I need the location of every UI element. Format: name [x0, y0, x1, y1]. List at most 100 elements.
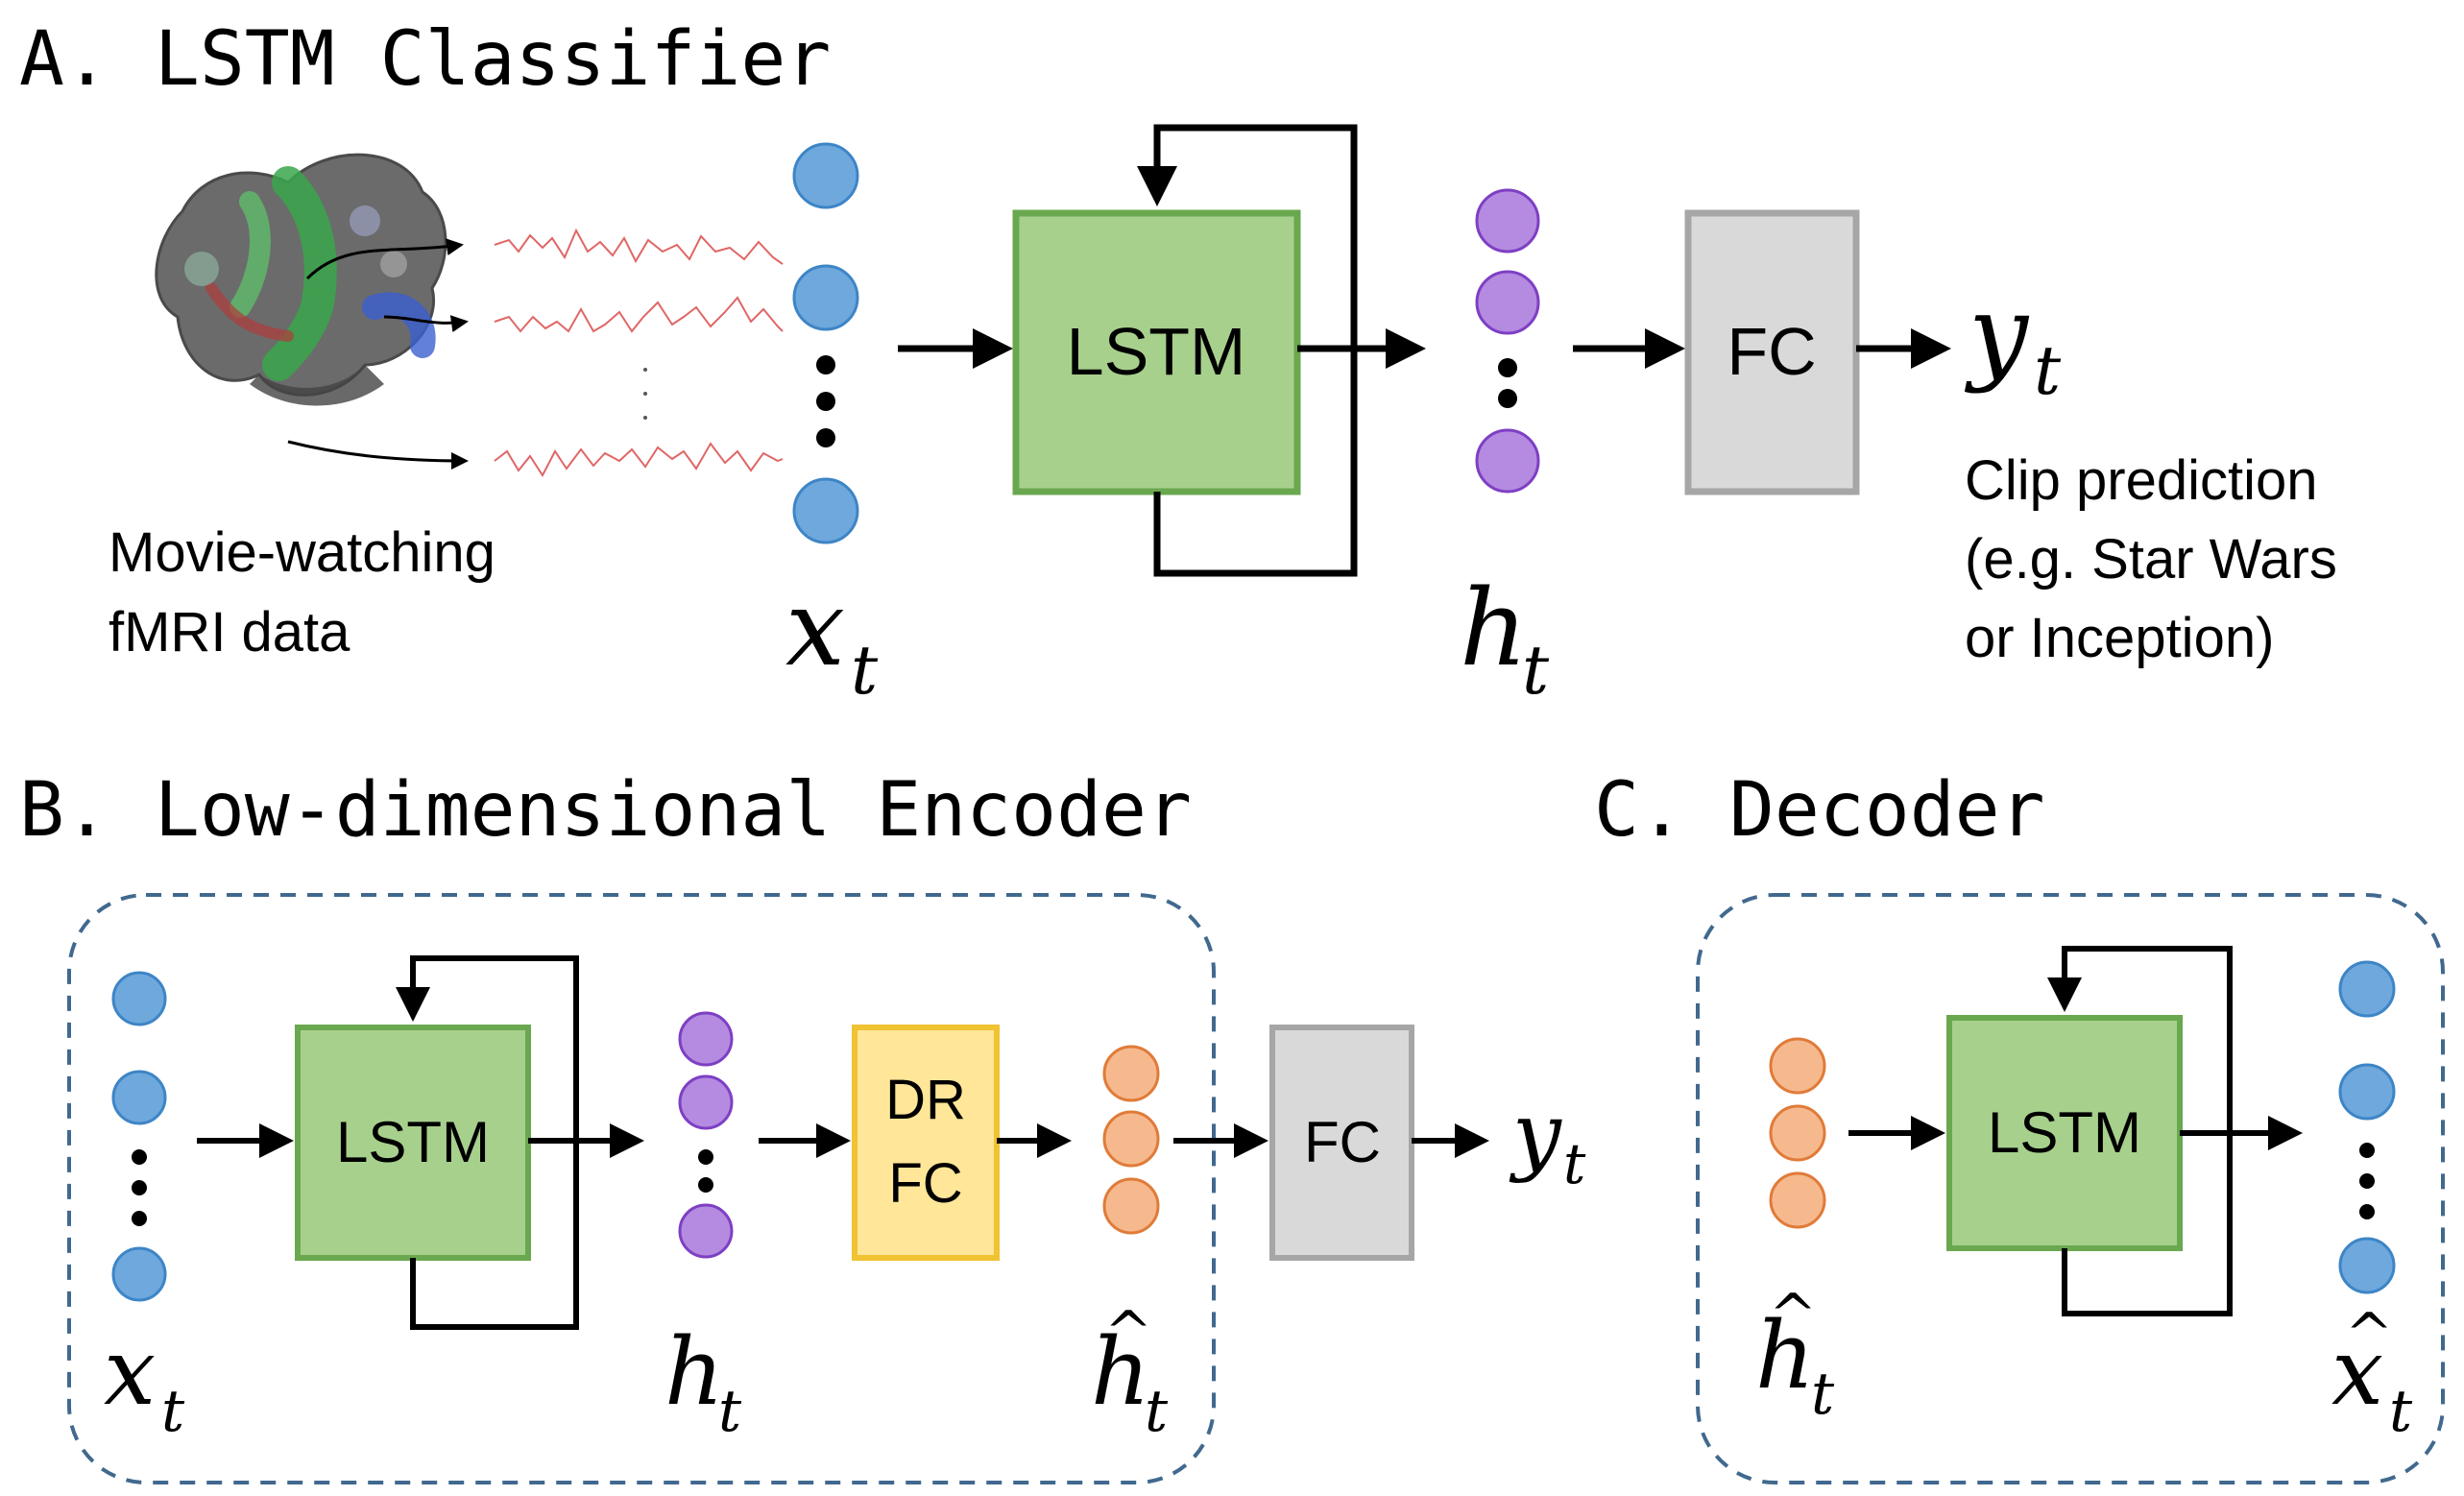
output-caption-line-2: (e.g. Star Wars [1965, 528, 2337, 591]
panel-c-title: C. Decoder [1594, 767, 2045, 854]
fc-block-b [1269, 1025, 1414, 1261]
input-node [111, 1070, 167, 1125]
label-h-hat-t-b: h ^ t [1091, 1299, 1169, 1445]
svg-text:x: x [2331, 1318, 2383, 1426]
ellipsis-dot [698, 1177, 713, 1193]
input-node-column-b [111, 971, 167, 1302]
svg-text:^: ^ [1104, 1299, 1152, 1366]
input-node [792, 142, 859, 209]
recurrent-loop-bottom-b [410, 1141, 579, 1330]
ellipsis-dot [132, 1149, 147, 1165]
label-x-t-b: x t [104, 1318, 185, 1445]
panel-a: A. LSTM Classifier [19, 16, 2337, 710]
fc-label-b: FC [1304, 1110, 1381, 1174]
ellipsis-dot [1498, 389, 1517, 408]
panel-a-title: A. LSTM Classifier [19, 16, 831, 103]
ellipsis-dot [698, 1149, 713, 1165]
hidden-node [678, 1074, 734, 1130]
encoder-dashed-frame [67, 893, 1216, 1484]
brain-surface-icon [155, 153, 447, 406]
lstm-block-a [1012, 209, 1301, 495]
input-caption-line-2: fMRI data [109, 601, 350, 664]
input-node [111, 971, 167, 1026]
ellipsis-dot [2359, 1173, 2375, 1189]
hidden-node [1475, 270, 1540, 335]
svg-text:x: x [785, 567, 845, 689]
fmri-signal-2 [494, 296, 784, 333]
ellipsis-dot [2359, 1143, 2375, 1158]
fc-block-a [1684, 209, 1860, 495]
signal-ellipsis-dots [643, 368, 647, 420]
latent-node-column-c [1769, 1037, 1826, 1229]
svg-text:t: t [1522, 631, 1550, 710]
lstm-label-a: LSTM [1067, 314, 1246, 389]
recurrent-loop-top-c [2047, 946, 2233, 1136]
dr-fc-label-line-2: FC [888, 1152, 962, 1215]
svg-text:h: h [1755, 1302, 1815, 1410]
svg-text:t: t [2034, 331, 2062, 410]
svg-text:y: y [1509, 1084, 1562, 1185]
svg-text:^: ^ [2345, 1301, 2393, 1368]
ellipsis-dot [2359, 1204, 2375, 1219]
svg-text:h: h [664, 1318, 724, 1426]
recurrent-loop-top-a [1137, 124, 1358, 352]
ellipsis-dot [132, 1180, 147, 1195]
ellipsis-dot [1498, 358, 1517, 377]
svg-text:t: t [161, 1378, 185, 1445]
recurrent-loop-top-b [396, 955, 579, 1144]
fc-label-a: FC [1727, 314, 1816, 389]
lstm-label-c: LSTM [1988, 1100, 2141, 1165]
output-node [2338, 960, 2396, 1018]
panel-b-title: B. Low-dimensional Encoder [19, 767, 1192, 854]
label-h-t-b: h t [664, 1318, 742, 1445]
dr-fc-label-line-1: DR [885, 1069, 966, 1131]
output-node-column-c [2338, 960, 2396, 1294]
brain-to-signal-arrows [287, 238, 469, 470]
svg-text:t: t [1811, 1361, 1835, 1428]
svg-text:x: x [104, 1318, 156, 1426]
svg-text:t: t [1563, 1131, 1586, 1196]
input-node [792, 264, 859, 331]
latent-node [1769, 1104, 1826, 1162]
hidden-node [678, 1011, 734, 1067]
recurrent-loop-bottom-c [2062, 1133, 2233, 1316]
svg-text:t: t [2389, 1378, 2413, 1445]
hidden-node [678, 1203, 734, 1259]
input-node-column-a [792, 142, 859, 544]
input-node [792, 477, 859, 544]
output-node [2338, 1237, 2396, 1294]
latent-node [1769, 1171, 1826, 1229]
fmri-signal-1 [494, 228, 784, 265]
fmri-signal-traces [494, 228, 784, 477]
ellipsis-dot [816, 428, 835, 447]
label-y-t-a: y t [1964, 272, 2062, 410]
svg-text:h: h [1091, 1318, 1150, 1426]
svg-text:^: ^ [1769, 1282, 1817, 1349]
output-caption-line-1: Clip prediction [1965, 449, 2318, 512]
latent-node [1102, 1110, 1160, 1168]
dr-fc-block [852, 1025, 1000, 1261]
input-caption-line-1: Movie-watching [109, 521, 495, 584]
label-y-t-b: y t [1509, 1084, 1586, 1196]
hidden-node-column-b [678, 1011, 734, 1259]
recurrent-loop-bottom-a [1153, 349, 1358, 577]
hidden-node-column-a [1475, 188, 1540, 494]
label-x-t-a: x t [785, 567, 879, 710]
svg-text:y: y [1964, 272, 2030, 395]
ellipsis-dot [132, 1211, 147, 1226]
hidden-node [1475, 428, 1540, 494]
svg-text:h: h [1460, 567, 1528, 689]
input-node [111, 1246, 167, 1302]
ellipsis-dot [816, 355, 835, 374]
latent-node [1769, 1037, 1826, 1095]
svg-text:t: t [851, 631, 879, 710]
panel-c: C. Decoder h ^ t LSTM x ^ t [1594, 767, 2445, 1484]
latent-node [1102, 1177, 1160, 1235]
latent-node [1102, 1045, 1160, 1102]
hidden-node [1475, 188, 1540, 253]
panel-b: B. Low-dimensional Encoder x t LSTM [19, 767, 1586, 1484]
latent-node-column-b [1102, 1045, 1160, 1235]
output-caption-line-3: or Inception) [1965, 607, 2274, 669]
decoder-dashed-frame [1696, 893, 2445, 1484]
